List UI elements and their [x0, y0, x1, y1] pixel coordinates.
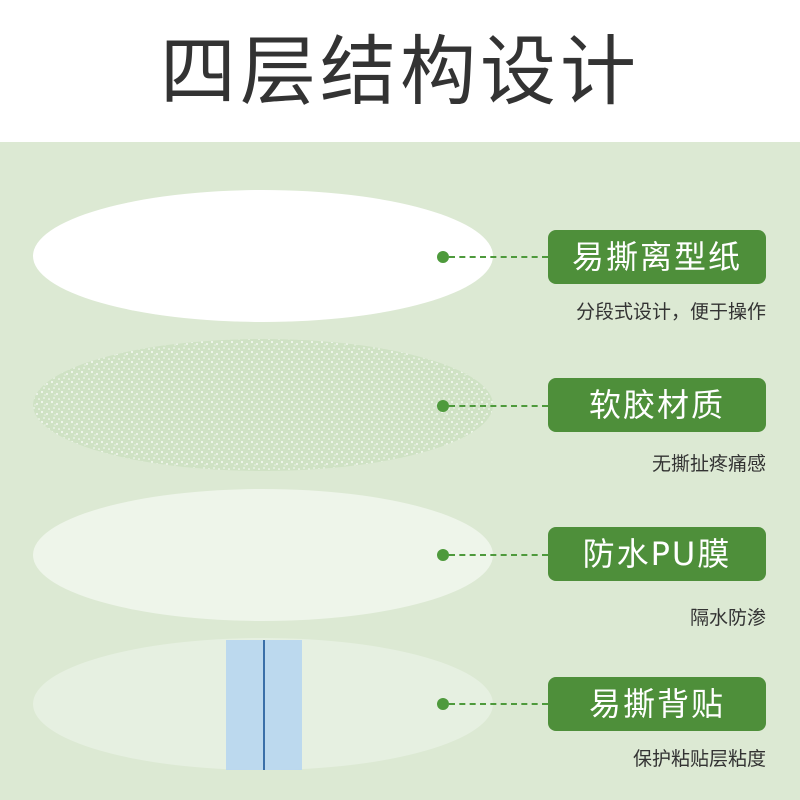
connector-dot-1: [437, 251, 449, 263]
connector-line-2: [449, 405, 548, 407]
connector-line-1: [449, 256, 548, 258]
layer-label-pu-film: 防水PU膜: [548, 527, 766, 581]
connector-line-3: [449, 554, 548, 556]
connector-dot-3: [437, 549, 449, 561]
layer-desc-backing: 保护粘贴层粘度: [466, 747, 766, 771]
release-paper-layer: [33, 190, 493, 322]
soft-gel-layer: [33, 339, 493, 471]
layer-label-soft-gel: 软胶材质: [548, 378, 766, 432]
pu-film-layer: [33, 489, 493, 621]
connector-dot-2: [437, 400, 449, 412]
connector-dot-4: [437, 698, 449, 710]
layer-desc-pu-film: 隔水防渗: [466, 606, 766, 630]
connector-line-4: [449, 703, 548, 705]
layer-label-release-paper: 易撕离型纸: [548, 230, 766, 284]
layer-desc-soft-gel: 无撕扯疼痛感: [466, 452, 766, 476]
layer-label-backing: 易撕背贴: [548, 677, 766, 731]
layer-desc-release-paper: 分段式设计，便于操作: [466, 300, 766, 324]
